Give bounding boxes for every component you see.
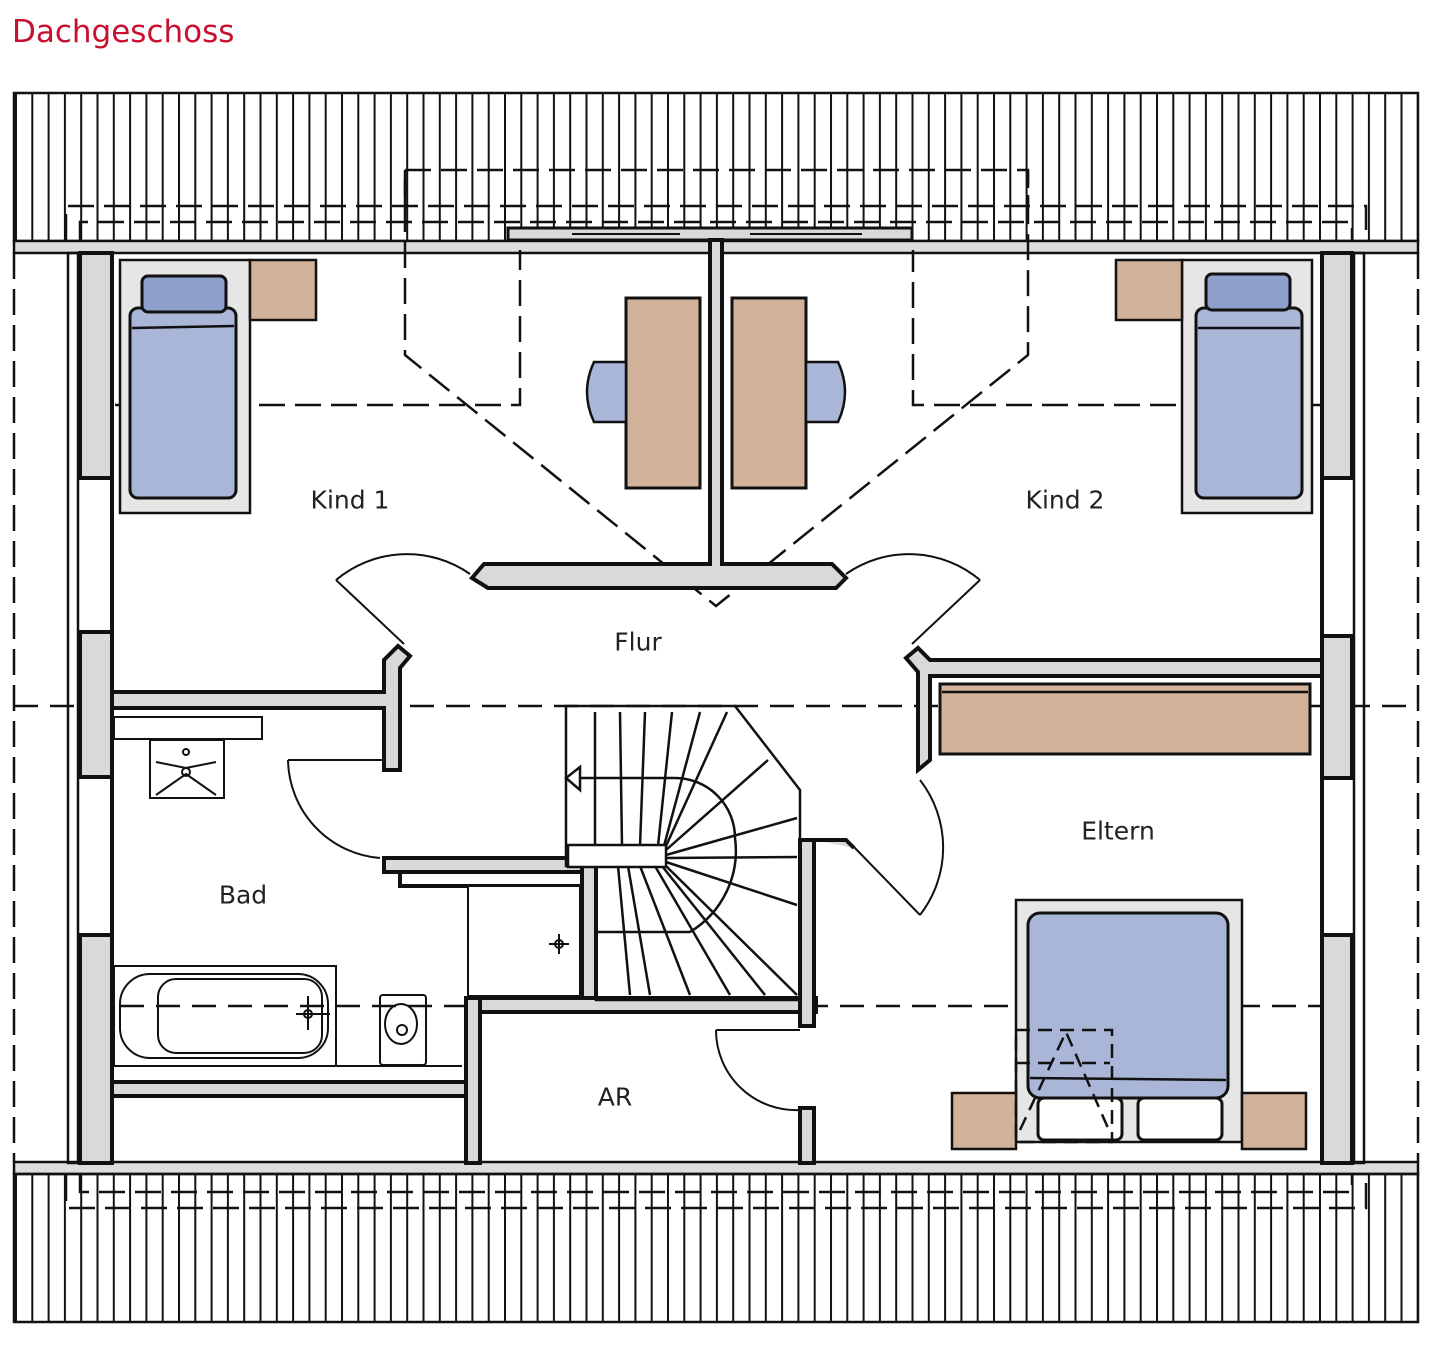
eltern-furniture: [938, 682, 1312, 1151]
kind1-furniture: [118, 258, 318, 515]
room-label-flur: Flur: [614, 627, 662, 657]
wall-right: [1320, 251, 1366, 1165]
roof-top: [12, 91, 1420, 255]
room-label-kind1: Kind 1: [310, 485, 390, 515]
bad-fixtures: [113, 716, 581, 1067]
dormer-furniture: [585, 296, 847, 490]
floor-title: Dachgeschoss: [12, 14, 235, 50]
wall-left: [66, 251, 114, 1165]
roof-bottom: [12, 1160, 1420, 1324]
room-label-kind2: Kind 2: [1025, 485, 1105, 515]
staircase: [564, 704, 802, 1002]
interior-wall-lines: [110, 253, 1324, 1163]
room-label-bad: Bad: [218, 880, 268, 910]
room-label-ar: AR: [597, 1082, 633, 1112]
room-label-eltern: Eltern: [1081, 816, 1155, 846]
door-swings: [287, 553, 981, 1112]
kind2-furniture: [1114, 258, 1314, 515]
